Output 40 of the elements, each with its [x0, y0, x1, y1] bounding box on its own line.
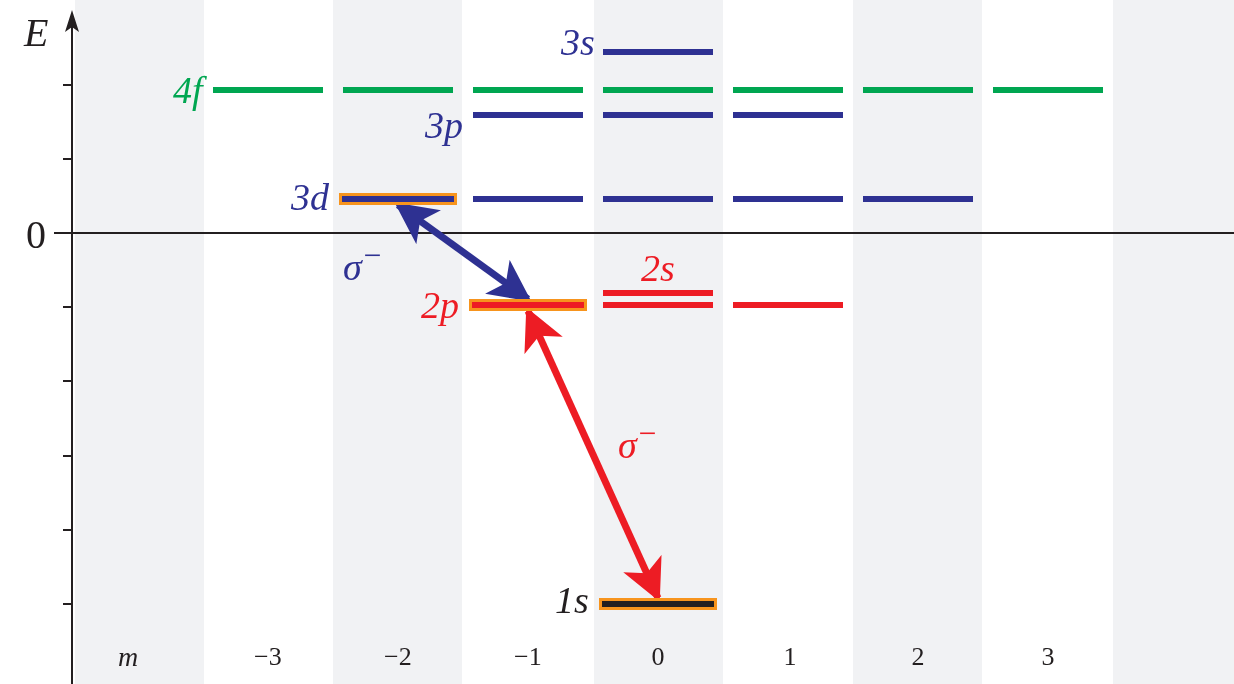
energy-level-bar — [473, 196, 583, 202]
level-label: 2p — [421, 286, 459, 324]
level-label: 1s — [555, 581, 589, 619]
axis-label: E — [24, 13, 49, 53]
energy-level-bar — [213, 87, 323, 93]
m-value: −2 — [384, 644, 412, 670]
level-label: 3s — [561, 23, 595, 61]
highlighted-energy-level-bar — [599, 598, 717, 610]
m-value: 3 — [1041, 644, 1055, 670]
m-value: 2 — [911, 644, 925, 670]
level-label: 3d — [291, 178, 329, 216]
energy-level-bar — [863, 196, 973, 202]
energy-level-bar — [473, 87, 583, 93]
energy-level-bar — [733, 112, 843, 118]
energy-level-bar — [733, 302, 843, 308]
energy-level-bar — [733, 87, 843, 93]
axis-value: 0 — [26, 215, 46, 255]
energy-level-bar — [733, 196, 843, 202]
energy-level-bar — [603, 49, 713, 55]
level-label: 2s — [641, 249, 675, 287]
highlighted-energy-level-bar — [339, 193, 457, 205]
transition-arrow — [394, 202, 532, 302]
energy-level-bar — [603, 112, 713, 118]
energy-level-bar — [343, 87, 453, 93]
m-value: −3 — [254, 644, 282, 670]
edge-label: σ$^{−}$ — [343, 240, 384, 286]
level-label: 3p — [425, 106, 463, 144]
edge-label: σ$^{−}$ — [618, 418, 659, 464]
energy-level-bar — [863, 87, 973, 93]
highlighted-energy-level-bar — [469, 299, 587, 311]
energy-level-bar — [473, 112, 583, 118]
axis-label: m — [118, 643, 139, 671]
m-value: 1 — [783, 644, 797, 670]
energy-level-bar — [603, 196, 713, 202]
energy-level-bar — [603, 290, 713, 296]
m-value: −1 — [514, 644, 542, 670]
energy-level-bar — [603, 302, 713, 308]
energy-level-bar — [993, 87, 1103, 93]
m-value: 0 — [651, 644, 665, 670]
energy-level-bar — [603, 87, 713, 93]
